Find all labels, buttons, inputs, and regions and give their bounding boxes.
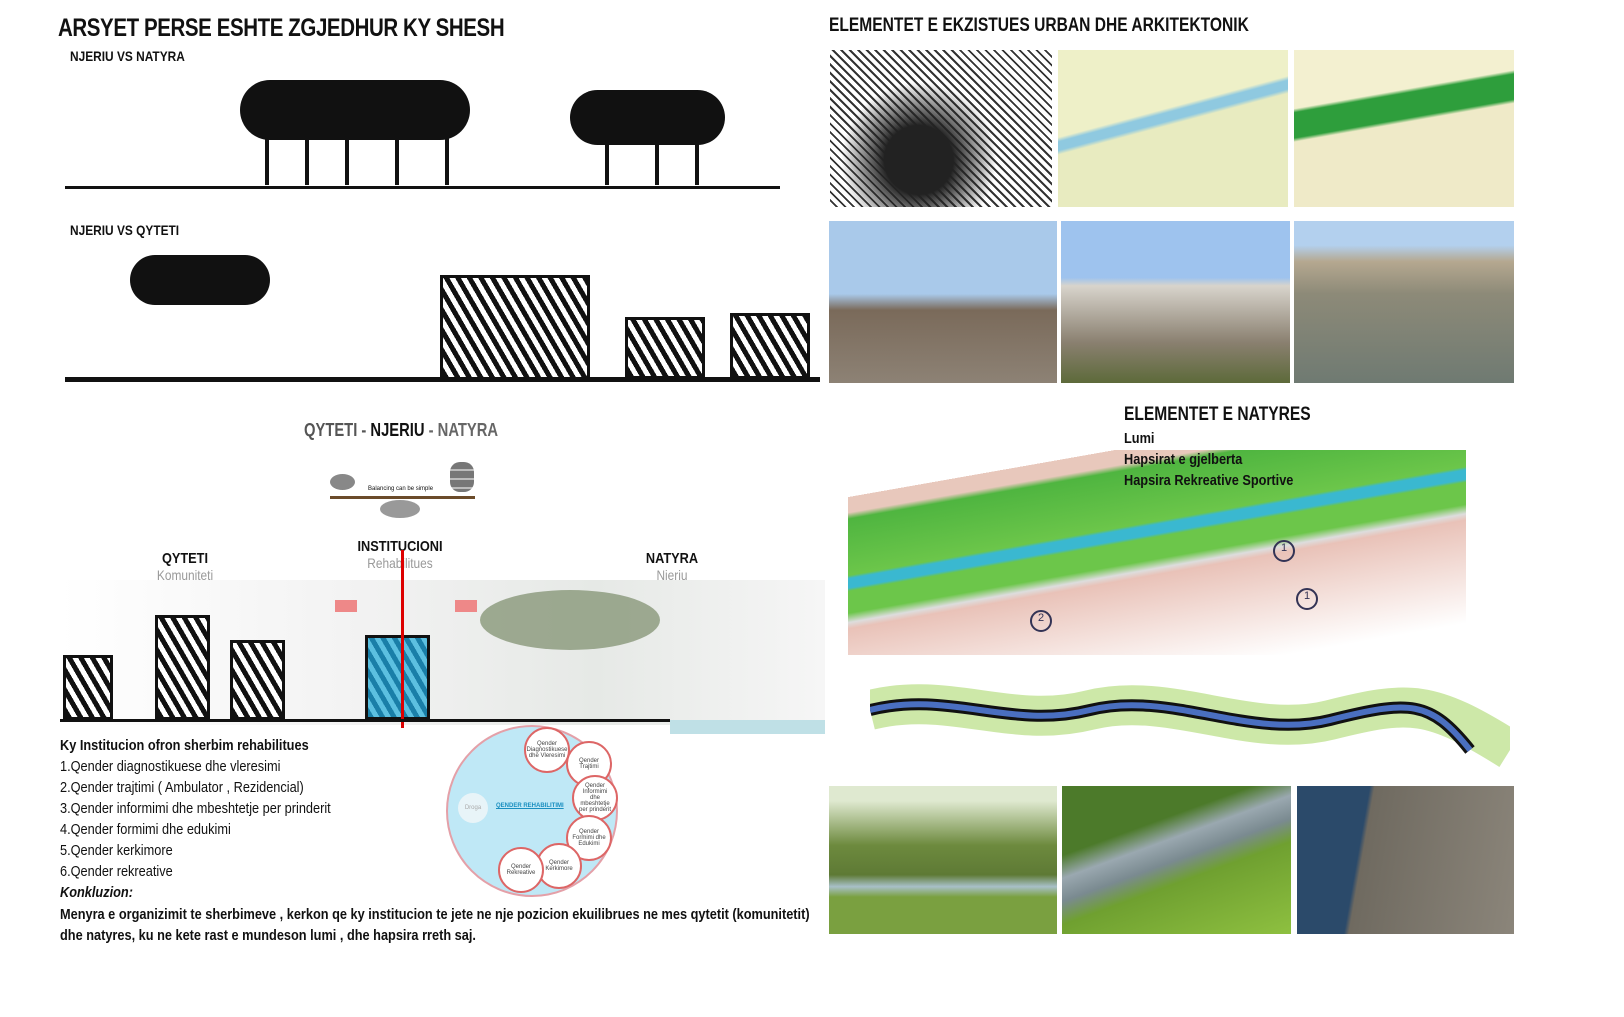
section-city-label: NJERIU VS QYTETI: [70, 222, 180, 238]
nature-sketch: [65, 70, 785, 195]
nature-item: Hapsirat e gjelberta: [1124, 451, 1243, 468]
river-site-plan: 1 1 2: [848, 450, 1466, 655]
nature-elements-title: ELEMENTET E NATYRES: [1124, 404, 1311, 425]
service-item: 5.Qender kerkimore: [60, 842, 173, 859]
diagram-title: QYTETI - NJERIU - NATYRA: [304, 420, 499, 440]
service-item: 6.Qender rekreative: [60, 863, 173, 880]
service-item: 4.Qender formimi dhe edukimi: [60, 821, 231, 838]
photo-factory: [829, 221, 1057, 383]
nature-elements-list: Lumi Hapsirat e gjelberta Hapsira Rekrea…: [1124, 428, 1323, 491]
figure-ground-map: [830, 50, 1052, 207]
urban-elements-title: ELEMENTET E EKZISTUES URBAN DHE ARKITEKT…: [829, 15, 1249, 36]
circle-side-node: Droga: [458, 793, 488, 823]
circle-node: Qender Informimi dhe mbeshtetje per prin…: [572, 775, 618, 821]
services-heading: Ky Institucion ofron sherbim rehabilitue…: [60, 737, 309, 754]
city-nature-diagram: [60, 550, 825, 734]
conclusion-text: Menyra e organizimit te sherbimeve , ker…: [60, 906, 810, 944]
zoning-map: [1294, 50, 1514, 207]
plan-marker: 1: [1273, 540, 1295, 562]
plan-marker: 2: [1030, 610, 1052, 632]
services-list: 1.Qender diagnostikuese dhe vleresimi 2.…: [60, 756, 379, 903]
city-sketch: [65, 245, 820, 390]
section-nature-label: NJERIU VS NATYRA: [70, 48, 185, 64]
topographic-map: [1058, 50, 1288, 207]
service-item: 1.Qender diagnostikuese dhe vleresimi: [60, 758, 281, 775]
plan-marker: 1: [1296, 588, 1318, 610]
photo-boardwalk: [1297, 786, 1514, 934]
photo-street: [1061, 221, 1290, 383]
conclusion-heading: Konkluzion:: [60, 884, 133, 901]
river-section-diagram: [865, 670, 1521, 770]
service-item: 2.Qender trajtimi ( Ambulator , Rezidenc…: [60, 779, 304, 796]
nature-item: Lumi: [1124, 430, 1155, 447]
circle-center-label: QENDER REHABILITIMI: [496, 803, 564, 809]
circle-node: Qender Rekreative: [498, 847, 544, 893]
balance-image: Balancing can be simple: [330, 462, 480, 522]
balance-caption: Balancing can be simple: [368, 486, 434, 492]
circle-node: Qender Diagnostikuese dhe Vleresimi: [524, 727, 570, 773]
photo-park: [829, 786, 1057, 934]
service-item: 3.Qender informimi dhe mbeshtetje per pr…: [60, 800, 331, 817]
photo-river: [1294, 221, 1514, 383]
circle-node: Qender Kerkimore: [536, 843, 582, 889]
nature-item: Hapsira Rekreative Sportive: [1124, 472, 1294, 489]
photo-path: [1062, 786, 1291, 934]
rehab-circle-diagram: Droga QENDER REHABILITIMI Qender Diagnos…: [446, 725, 618, 897]
board-title: ARSYET PERSE ESHTE ZGJEDHUR KY SHESH: [58, 14, 505, 42]
